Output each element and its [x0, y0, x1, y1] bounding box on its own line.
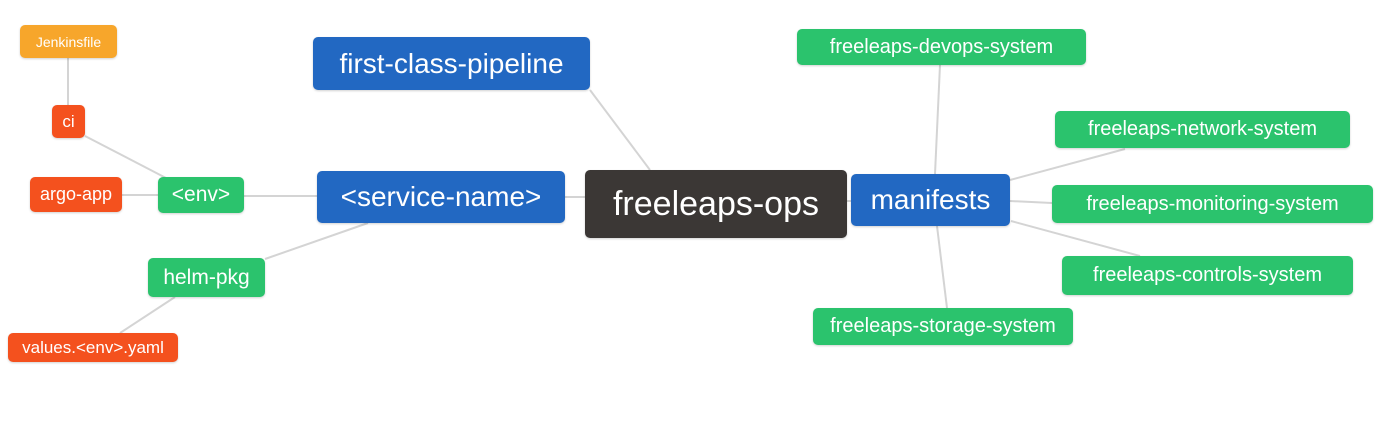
- mindmap-node-helm-pkg[interactable]: helm-pkg: [148, 258, 265, 297]
- mindmap-node-ci[interactable]: ci: [52, 105, 85, 138]
- mindmap-node-jenkinsfile[interactable]: Jenkinsfile: [20, 25, 117, 58]
- mindmap-node-env[interactable]: <env>: [158, 177, 244, 213]
- mindmap-node-freeleaps-devops-system[interactable]: freeleaps-devops-system: [797, 29, 1086, 65]
- mindmap-node-freeleaps-controls-system[interactable]: freeleaps-controls-system: [1062, 256, 1353, 295]
- edge-manifests-to-freeleaps-storage-system: [936, 225, 948, 309]
- mindmap-node-service-name[interactable]: <service-name>: [317, 171, 565, 223]
- edge-helm-pkg-to-values-env-yaml: [119, 296, 176, 334]
- edge-ci-to-env: [84, 135, 167, 179]
- mindmap-node-freeleaps-ops[interactable]: freeleaps-ops: [585, 170, 847, 238]
- mindmap-node-freeleaps-network-system[interactable]: freeleaps-network-system: [1055, 111, 1350, 148]
- mindmap-node-values-env-yaml[interactable]: values.<env>.yaml: [8, 333, 178, 362]
- edge-manifests-to-freeleaps-devops-system: [934, 64, 941, 175]
- edge-first-class-pipeline-to-freeleaps-ops: [589, 89, 651, 171]
- edge-manifests-to-freeleaps-controls-system: [1010, 220, 1141, 257]
- mindmap-node-manifests[interactable]: manifests: [851, 174, 1010, 226]
- mindmap-node-argo-app[interactable]: argo-app: [30, 177, 122, 212]
- mindmap-node-freeleaps-monitoring-system[interactable]: freeleaps-monitoring-system: [1052, 185, 1373, 223]
- edge-service-name-to-helm-pkg: [264, 222, 369, 260]
- mindmap-node-freeleaps-storage-system[interactable]: freeleaps-storage-system: [813, 308, 1073, 345]
- edge-manifests-to-freeleaps-monitoring-system: [1009, 200, 1053, 204]
- mindmap-node-first-class-pipeline[interactable]: first-class-pipeline: [313, 37, 590, 90]
- edge-manifests-to-freeleaps-network-system: [1009, 148, 1126, 181]
